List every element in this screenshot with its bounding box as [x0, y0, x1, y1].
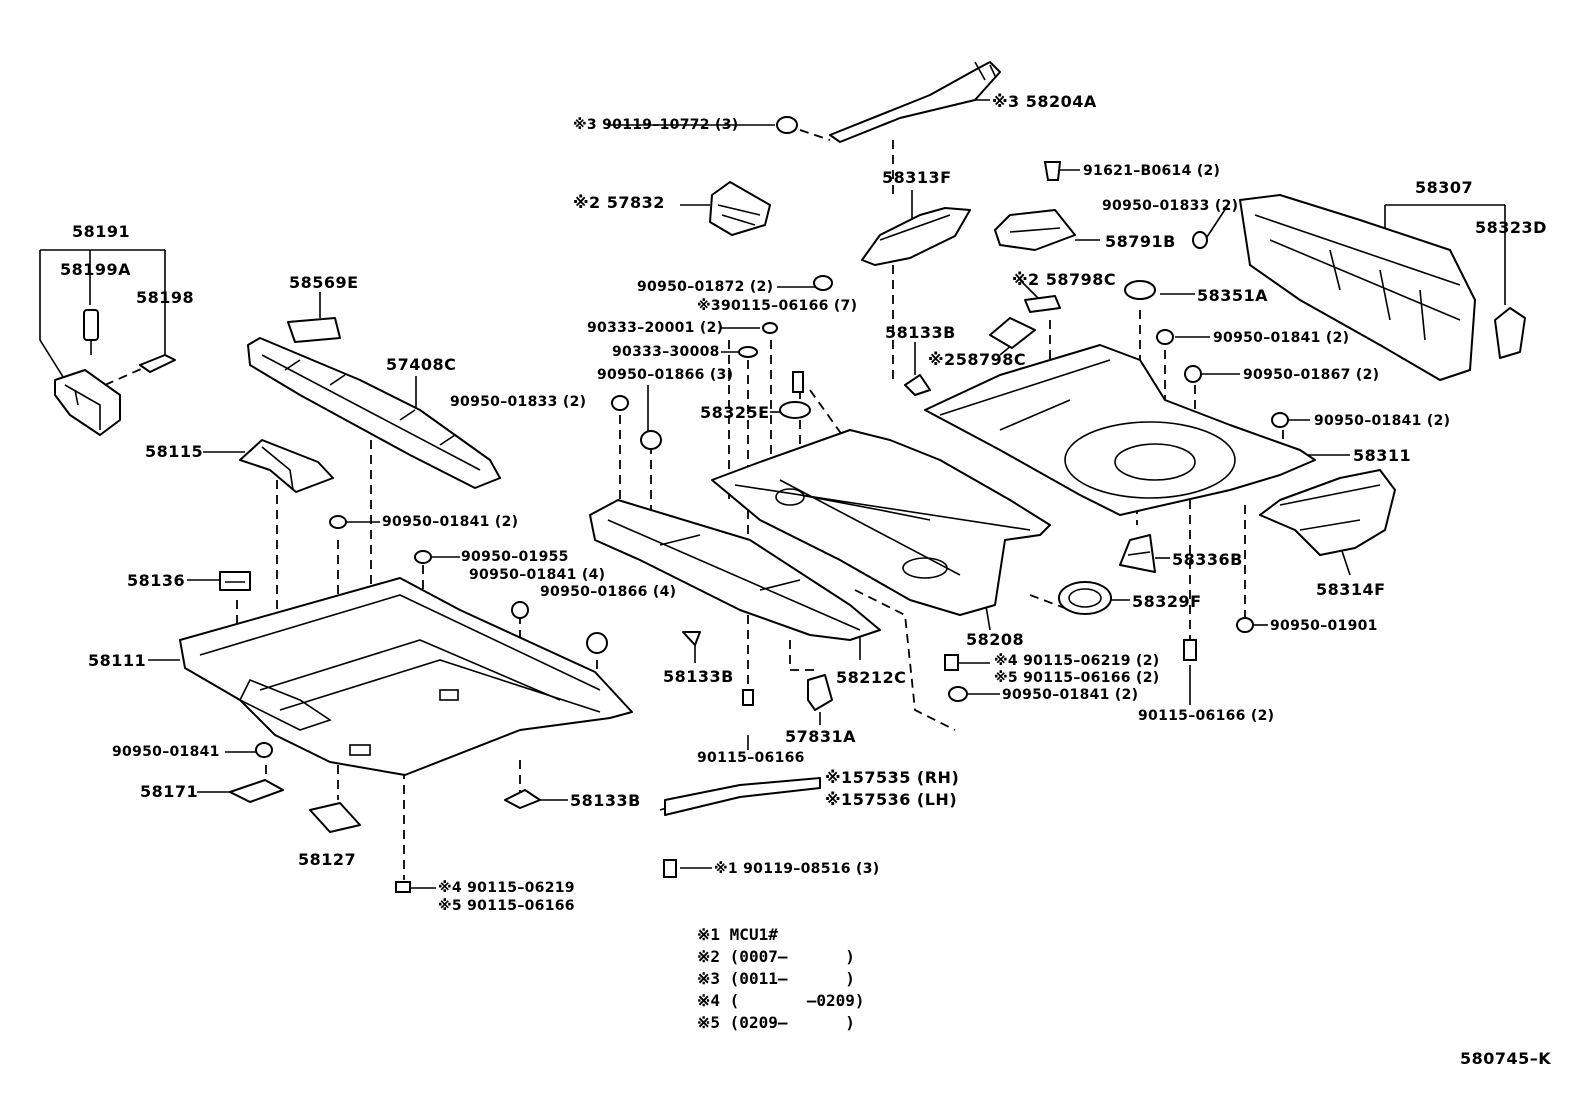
label-90333-20001: 90333–20001 (2) [587, 320, 724, 336]
label-note3-90115-06166-7: ※390115–06166 (7) [697, 298, 858, 314]
label-note2-58798C-a: ※2 58798C [1012, 270, 1117, 289]
footnote-5: ※5 (0209– ) [697, 1013, 855, 1032]
rear-panel-58307 [1239, 194, 1526, 381]
label-note2-58798C-b: ※258798C [928, 350, 1027, 369]
label-58133B-bottom: 58133B [570, 791, 641, 810]
bracket-58313F [861, 207, 971, 266]
member-57408C [247, 317, 501, 489]
member-58212C [589, 499, 881, 711]
label-58133B-top: 58133B [885, 323, 956, 342]
label-58351A: 58351A [1197, 286, 1269, 305]
label-note3-90119-10772: ※3 90119–10772 (3) [573, 117, 739, 133]
label-91621-B0614: 91621–B0614 (2) [1083, 163, 1221, 179]
label-90950-01901: 90950–01901 [1270, 618, 1378, 634]
label-90950-01841-2-left: 90950–01841 (2) [382, 514, 519, 530]
label-90115-06166-2: 90115–06166 (2) [1138, 708, 1275, 724]
small-brackets-left [219, 571, 541, 833]
label-58191: 58191 [72, 222, 131, 241]
label-58329F: 58329F [1132, 592, 1202, 611]
label-58198: 58198 [136, 288, 195, 307]
label-58311: 58311 [1353, 446, 1412, 465]
label-note1-90119-08516: ※1 90119–08516 (3) [714, 861, 880, 877]
label-58133B-mid: 58133B [663, 667, 734, 686]
label-90950-01833-2-left: 90950–01833 (2) [450, 394, 587, 410]
label-note1-57536-lh: ※157536 (LH) [825, 790, 958, 809]
label-58325E: 58325E [700, 403, 770, 422]
label-58212C: 58212C [836, 668, 907, 687]
bracket-58115 [239, 439, 334, 493]
label-58199A: 58199A [60, 260, 132, 279]
label-58115: 58115 [145, 442, 204, 461]
footnote-3: ※3 (0011– ) [697, 969, 855, 988]
diagram-code: 580745–K [1460, 1049, 1552, 1068]
label-58208: 58208 [966, 630, 1025, 649]
label-90950-01833-2-right: 90950–01833 (2) [1102, 198, 1239, 214]
footnote-2: ※2 (0007– ) [697, 947, 855, 966]
brace-58204A [776, 61, 1001, 143]
bracket-57832 [709, 181, 771, 236]
label-90950-01955: 90950–01955 [461, 549, 569, 565]
floor-pan-58208 [663, 275, 1112, 878]
label-90115-06166: 90115–06166 [697, 750, 805, 766]
floor-pan-58311 [924, 344, 1316, 516]
label-58127: 58127 [298, 850, 357, 869]
label-90950-01841-2-center: 90950–01841 (2) [1002, 687, 1139, 703]
footnote-1: ※1 MCU1# [697, 925, 778, 944]
label-note4-90115-06219: ※4 90115–06219 [438, 880, 575, 896]
label-90950-01866-4: 90950–01866 (4) [540, 584, 677, 600]
label-57831A: 57831A [785, 727, 857, 746]
label-note5-90115-06166: ※5 90115–06166 [438, 898, 575, 914]
label-58569E: 58569E [289, 273, 359, 292]
pads-58798C [904, 161, 1208, 396]
label-58313F: 58313F [882, 168, 952, 187]
label-58314F: 58314F [1316, 580, 1386, 599]
label-58791B: 58791B [1105, 232, 1176, 251]
label-58111: 58111 [88, 651, 147, 670]
floor-pan-58111 [179, 577, 633, 776]
label-90950-01872: 90950–01872 (2) [637, 279, 774, 295]
label-note2-57832: ※2 57832 [573, 193, 665, 212]
label-90950-01841-2-r2: 90950–01841 (2) [1314, 413, 1451, 429]
label-58307: 58307 [1415, 178, 1474, 197]
label-90950-01866-3: 90950–01866 (3) [597, 367, 734, 383]
label-note4-90115-06219-2: ※4 90115–06219 (2) [994, 653, 1160, 669]
label-58171: 58171 [140, 782, 199, 801]
label-57408C: 57408C [386, 355, 457, 374]
label-90950-01841-2-r1: 90950–01841 (2) [1213, 330, 1350, 346]
footnote-4: ※4 ( –0209) [697, 991, 865, 1010]
label-note3-58204A: ※3 58204A [992, 92, 1097, 111]
label-58336B: 58336B [1172, 550, 1243, 569]
label-58136: 58136 [127, 571, 186, 590]
label-90950-01841: 90950–01841 [112, 744, 220, 760]
label-90950-01841-4: 90950–01841 (4) [469, 567, 606, 583]
label-note1-57535-rh: ※157535 (RH) [825, 768, 960, 787]
label-58323D: 58323D [1475, 218, 1547, 237]
plugs-left [255, 395, 662, 893]
label-90950-01867: 90950–01867 (2) [1243, 367, 1380, 383]
label-note5-90115-06166-2: ※5 90115–06166 (2) [994, 670, 1160, 686]
plugs-right [1156, 329, 1289, 661]
label-90333-30008: 90333–30008 [612, 344, 720, 360]
bracket-58191 [54, 309, 176, 436]
bracket-58336B [1119, 534, 1156, 573]
extension-58314F [1259, 469, 1396, 556]
